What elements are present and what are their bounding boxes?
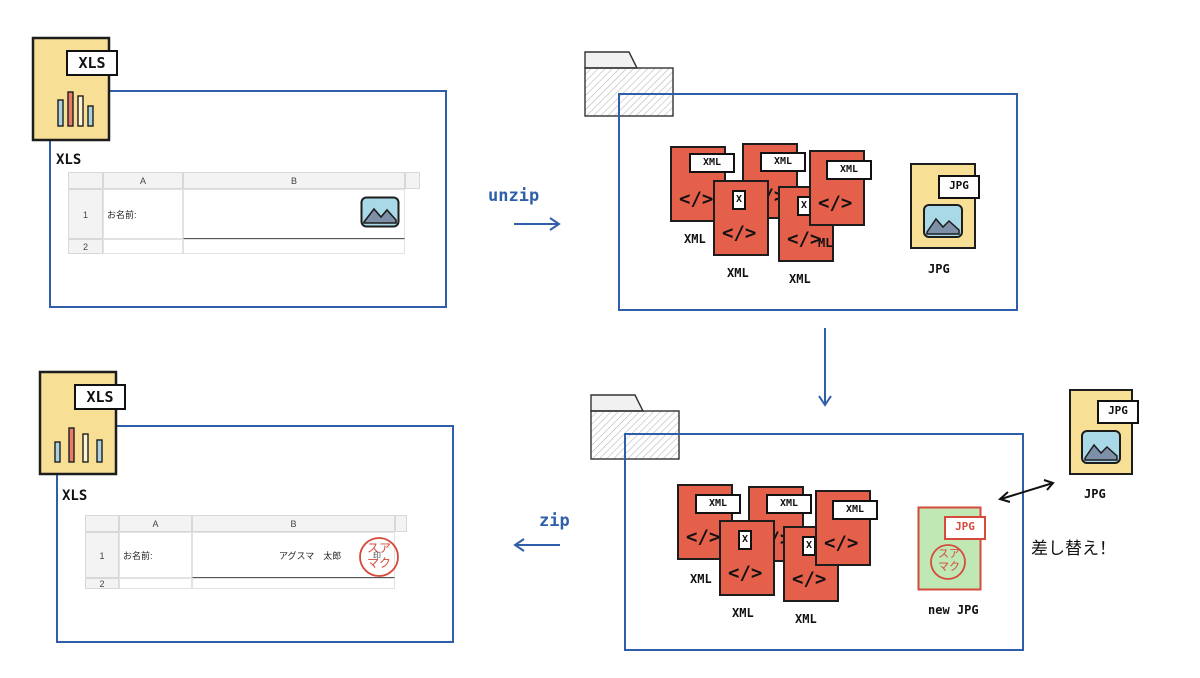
cell-b1: アグスマ 太郎	[192, 532, 395, 578]
column-header-b: B	[192, 515, 395, 532]
swap-arrow	[996, 478, 1058, 504]
name-value: アグスマ 太郎	[279, 551, 342, 561]
jpg-caption: JPG	[928, 262, 950, 276]
xml-file-icon: </>	[719, 520, 775, 596]
result-spreadsheet: A B 1 お名前: アグスマ 太郎 2	[85, 515, 407, 589]
xml-tag: XML	[766, 494, 812, 514]
xml-caption: XML	[684, 232, 706, 246]
corner-cell	[68, 172, 103, 189]
cell-b1	[183, 189, 405, 239]
row-number-1: 1	[68, 189, 103, 239]
stamp-text: スア マク	[366, 541, 391, 570]
new-jpg-caption: new JPG	[928, 603, 979, 617]
unzip-label: unzip	[488, 186, 540, 206]
replaced-folder-frame	[624, 433, 1024, 651]
cell-a1: お名前:	[119, 532, 192, 578]
name-label: お名前:	[123, 551, 153, 561]
down-arrow	[815, 326, 835, 408]
row-number-1: 1	[85, 532, 119, 578]
xml-caption: ML	[818, 236, 833, 250]
xml-caption: XML	[727, 266, 749, 280]
column-header-a: A	[119, 515, 192, 532]
cell-a2	[119, 578, 192, 589]
seal-mark: 印	[373, 551, 381, 560]
xml-tag: X	[802, 536, 816, 556]
xml-caption: XML	[789, 272, 811, 286]
zip-label: zip	[539, 511, 570, 531]
folder-icon	[583, 48, 675, 118]
xml-tag: XML	[760, 152, 806, 172]
external-jpg-tag: JPG	[1097, 400, 1139, 424]
xml-caption: XML	[795, 612, 817, 626]
zip-arrow	[512, 536, 562, 554]
extracted-folder-frame	[618, 93, 1018, 311]
folder-icon	[589, 391, 681, 461]
name-label: お名前:	[107, 210, 137, 220]
xml-caption: XML	[690, 572, 712, 586]
xls-tag: XLS	[66, 50, 118, 76]
xml-tag: X	[738, 530, 752, 550]
xml-caption: XML	[732, 606, 754, 620]
cell-b2	[183, 239, 405, 254]
xml-tag: XML	[826, 160, 872, 180]
xml-tag: X	[732, 190, 746, 210]
stamp-text: スア マク	[938, 547, 960, 573]
column-header-c	[395, 515, 407, 532]
xml-tag: XML	[832, 500, 878, 520]
column-header-b: B	[183, 172, 405, 189]
corner-cell	[85, 515, 119, 532]
xls-tag: XLS	[74, 384, 126, 410]
external-jpg-caption: JPG	[1084, 487, 1106, 501]
column-header-a: A	[103, 172, 183, 189]
xml-tag: XML	[689, 153, 735, 173]
new-jpg-tag: JPG	[944, 516, 986, 540]
row-number-2: 2	[68, 239, 103, 254]
swap-label: 差し替え！	[1031, 539, 1116, 559]
xls-caption: XLS	[56, 152, 82, 168]
xls-caption: XLS	[62, 488, 88, 504]
cell-b2	[192, 578, 395, 589]
cell-a2	[103, 239, 183, 254]
column-header-c	[405, 172, 420, 189]
unzip-arrow	[512, 215, 562, 233]
row-number-2: 2	[85, 578, 119, 589]
image-placeholder-icon	[360, 196, 400, 228]
cell-a1: お名前:	[103, 189, 183, 239]
name-stamp-seal	[358, 536, 400, 578]
jpg-file-icon	[910, 163, 976, 249]
xml-tag: XML	[695, 494, 741, 514]
jpg-tag: JPG	[938, 175, 980, 199]
original-spreadsheet: A B 1 お名前: 2	[68, 172, 420, 254]
